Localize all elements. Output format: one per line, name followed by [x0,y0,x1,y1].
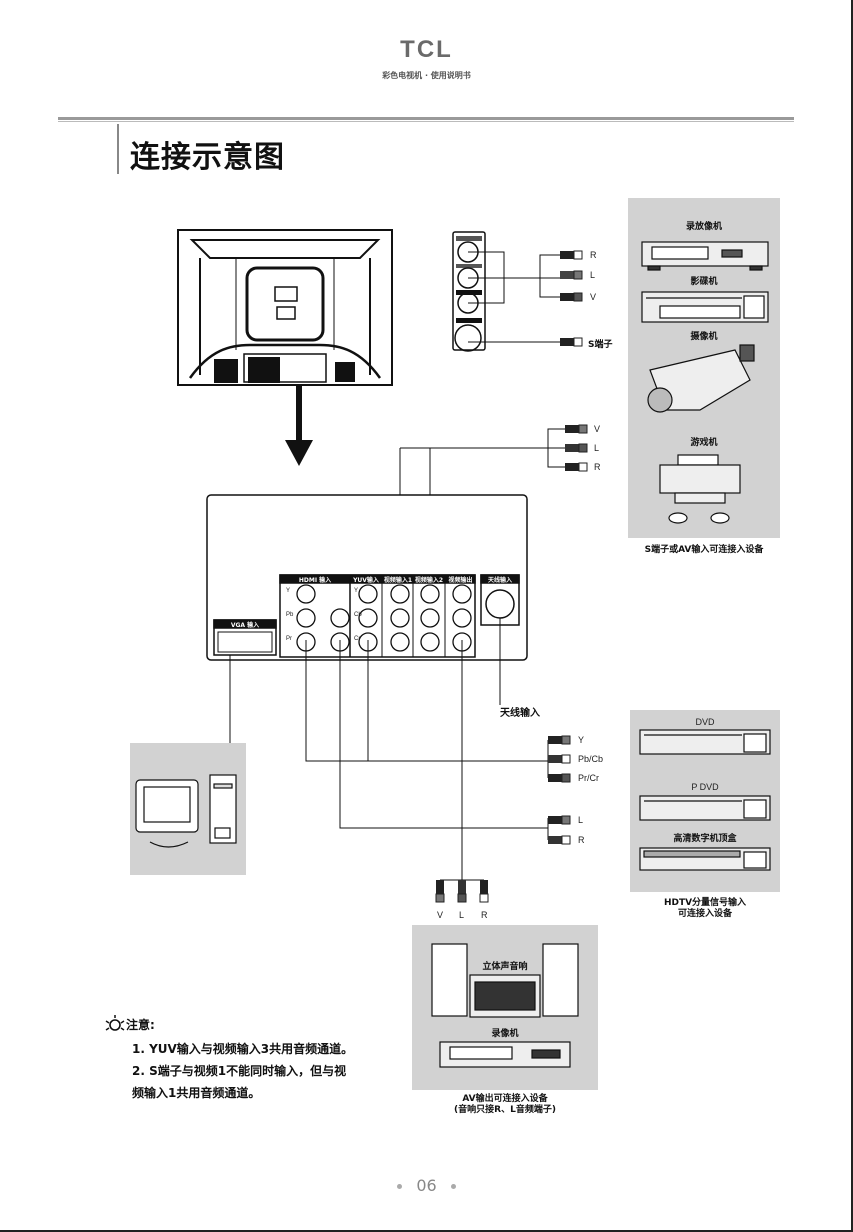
note-line: 2. S端子与视频1不能同时输入，但与视 [132,1064,347,1078]
jack-row-label: Pr [286,636,292,642]
panel-group-label: HDMI 输入 [298,577,332,584]
rca-jack [420,584,440,604]
disc-player-icon [641,291,769,323]
panel-group-label: 视频输入1 [383,577,413,584]
note-line: 频输入1共用音频通道。 [132,1086,261,1100]
page-title: 连接示意图 [130,140,285,175]
header-rule [58,117,794,120]
component-label: Y [578,735,585,745]
vcr-icon [641,241,769,271]
device-label: 立体声音响 [482,962,528,972]
note-line: 1. YUV输入与视频输入3共用音频通道。 [132,1042,354,1056]
antenna-input-label: 天线输入 [500,708,540,719]
speaker-right-icon [542,943,579,1017]
device-caption: HDTV分量信号输入 [663,898,747,908]
side-jack-label: V [590,292,597,302]
manual-subtitle: 彩色电视机 · 使用说明书 [382,71,471,80]
footer-dot [450,1184,456,1189]
cables [229,618,549,881]
component-label: Pb/Cb [578,754,604,764]
brand-logo: TCL [400,36,453,63]
device-label: 录放像机 [685,222,722,232]
rear-rca-label: R [594,462,601,472]
side-jack-label: S端子 [588,340,613,350]
jack-row-label: Y [354,588,359,594]
jack-row-label: Cb [354,612,362,618]
rca-jack [420,608,440,628]
rca-jack [330,608,350,628]
rear-panel [206,494,528,661]
jack-row-label: Cr [354,636,361,642]
rca-jack [296,584,316,604]
rca-jack [358,584,378,604]
vcr-out-icon [439,1041,571,1068]
rca-jack [390,584,410,604]
rca-jack [452,584,472,604]
device-label: P DVD [691,782,719,792]
av-out-label: L [459,910,465,920]
rca-jack [296,608,316,628]
lightbulb-icon [105,1015,125,1031]
stereo-system-icon [469,974,541,1018]
side-jack-label: L [590,270,596,280]
side-av-panel [452,231,560,352]
device-label: 摄像机 [690,332,718,342]
pc-tower-icon [209,774,237,844]
component-label: Pr/Cr [578,773,599,783]
vga-input-label: VGA 输入 [230,622,260,629]
device-caption: 可连接入设备 [677,909,732,919]
dvd-player-icon [639,729,771,755]
jack-row-label: Y [286,588,291,594]
rca-jack [390,632,410,652]
rca-plugs-component [548,735,571,845]
device-caption: (音响只接R、L音频端子) [454,1105,556,1115]
rear-jacks [296,584,472,652]
rca-plugs-side [560,250,583,347]
jack-row-label: Pb [286,612,294,618]
av-out-label: R [481,910,488,920]
device-label: 影碟机 [690,277,718,287]
header-rule-thin [58,121,794,122]
rca-jack [390,608,410,628]
device-label: DVD [695,717,715,727]
av-out-label: V [437,910,444,920]
page-number: 06 [0,1176,853,1195]
device-label: 录像机 [491,1029,519,1039]
panel-group-label: YUV输入 [353,577,379,584]
device-caption: AV输出可连接入设备 [462,1094,548,1104]
footer-dot [397,1184,403,1189]
audio-label: R [578,835,585,845]
device-label: 高清数字机顶盒 [673,834,737,844]
panel-group-label: 视频输出 [448,577,473,584]
game-console-icon [659,454,741,524]
progressive-dvd-icon [639,795,771,821]
rca-jack [420,632,440,652]
panel-group-label: 天线输入 [487,577,512,584]
page-number-text: 06 [416,1176,437,1195]
rca-jack [358,608,378,628]
rca-plugs-av-out [435,880,489,903]
note-heading: 注意: [126,1018,155,1032]
tv-rear-illustration [177,229,393,386]
rear-rca-label: L [594,443,600,453]
device-caption: S端子或AV输入可连接入设备 [644,545,764,555]
speaker-left-icon [431,943,468,1017]
rca-jack [452,608,472,628]
pc-monitor-icon [135,779,199,848]
device-label: 游戏机 [690,438,718,448]
audio-label: L [578,815,584,825]
side-jack-label: R [590,250,597,260]
camcorder-icon [647,344,755,413]
rear-rca-label: V [594,424,601,434]
down-arrow-icon [285,385,313,466]
title-accent-bar [117,124,119,174]
panel-group-label: 视频输入2 [414,577,444,584]
set-top-box-icon [639,847,771,871]
